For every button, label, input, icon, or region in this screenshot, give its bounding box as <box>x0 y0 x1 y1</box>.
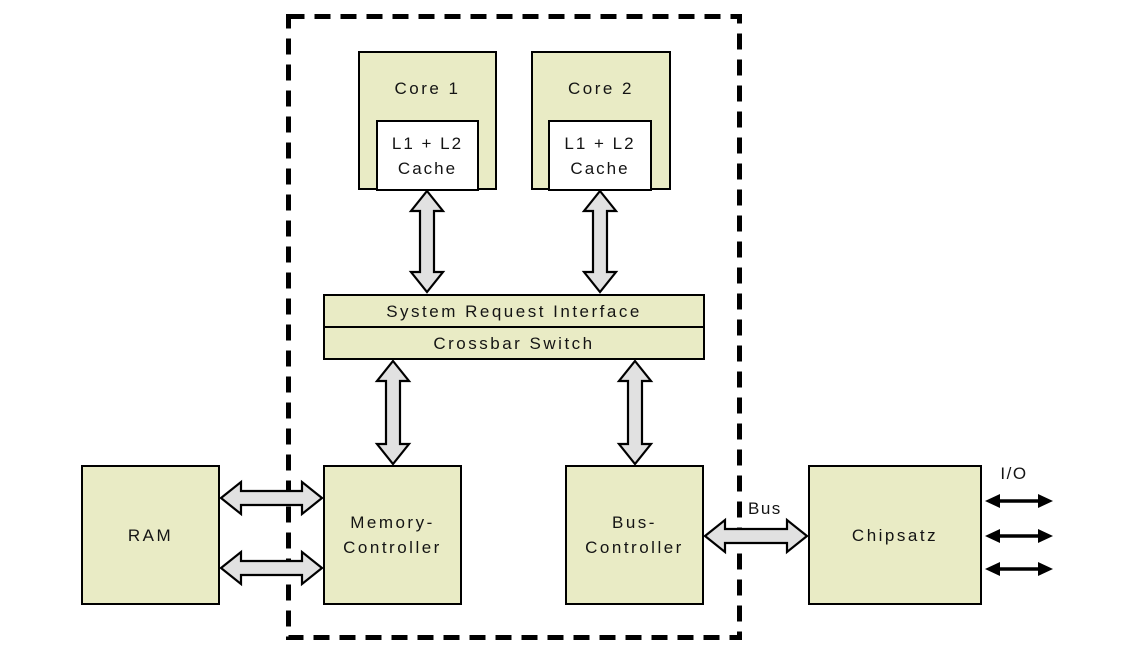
cache2-sri-arrow <box>581 189 619 294</box>
system-request-interface-label: System Request Interface <box>386 301 642 321</box>
cache2-block: L1 + L2 Cache <box>548 120 652 191</box>
crossbar-memory-controller-arrow <box>374 359 412 466</box>
cache1-label: L1 + L2 Cache <box>391 133 464 178</box>
bus-arrow <box>703 517 809 555</box>
cache1-block: L1 + L2 Cache <box>376 120 479 191</box>
cache2-label: L1 + L2 Cache <box>564 133 636 178</box>
crossbar-bus-controller-arrow <box>616 359 654 466</box>
crossbar-switch-block: Crossbar Switch <box>323 328 705 360</box>
cpu-die-boundary <box>286 14 742 640</box>
chipset-block: Chipsatz <box>808 465 982 605</box>
io-label: I/O <box>1000 464 1028 483</box>
bus-label: Bus <box>748 499 782 518</box>
ram-memory-arrow-2 <box>219 549 324 587</box>
memory-controller-block: Memory- Controller <box>323 465 462 605</box>
ram-block: RAM <box>81 465 220 605</box>
io-arrow-2 <box>985 529 1053 543</box>
io-arrow-1 <box>985 494 1053 508</box>
cache1-sri-arrow <box>408 189 446 294</box>
ram-label: RAM <box>127 525 174 545</box>
io-arrow-3 <box>985 562 1053 576</box>
crossbar-switch-label: Crossbar Switch <box>433 333 595 353</box>
bus-controller-label: Bus- Controller <box>585 513 684 557</box>
core2-label: Core 2 <box>567 79 635 98</box>
memory-controller-label: Memory- Controller <box>343 513 442 557</box>
chipset-label: Chipsatz <box>851 525 939 545</box>
ram-memory-arrow-1 <box>219 479 324 517</box>
system-request-interface-block: System Request Interface <box>323 294 705 328</box>
core1-label: Core 1 <box>394 79 461 98</box>
bus-controller-block: Bus- Controller <box>565 465 704 605</box>
